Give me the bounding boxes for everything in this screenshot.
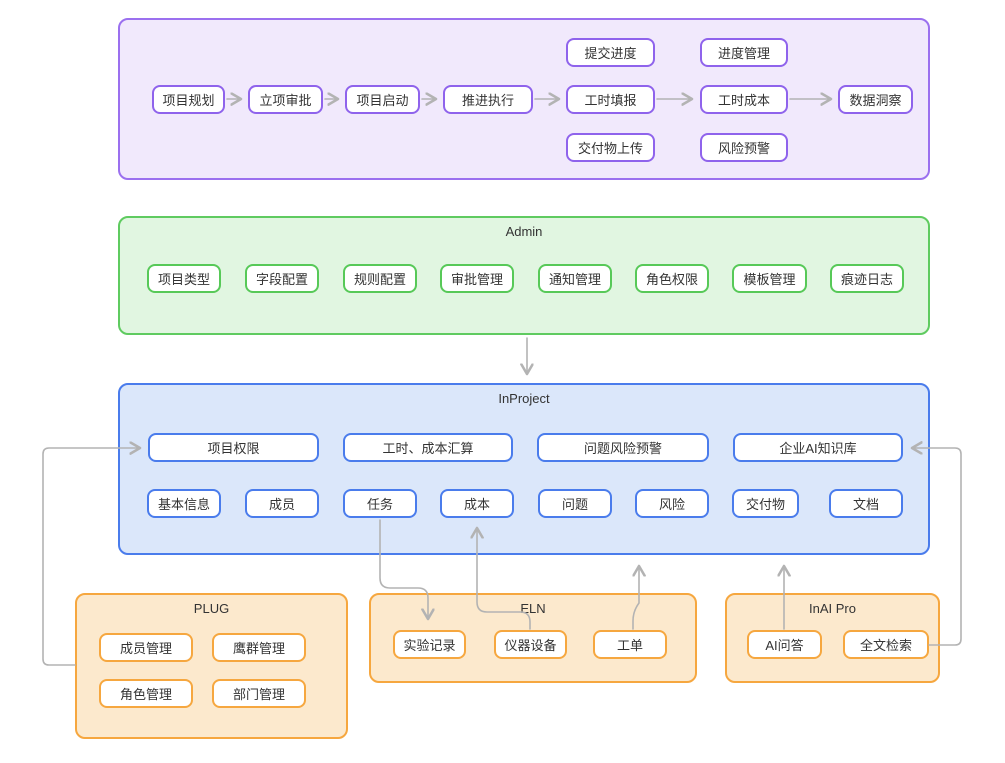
node-full-text-search: 全文检索 [843,630,929,659]
node-work-order: 工单 [593,630,667,659]
node-project-approval: 立项审批 [248,85,323,114]
node-progress-management: 进度管理 [700,38,788,67]
node-field-config: 字段配置 [245,264,319,293]
node-member-management: 成员管理 [99,633,193,662]
node-time-cost-calculation: 工时、成本汇算 [343,433,513,462]
node-submit-progress: 提交进度 [566,38,655,67]
node-experiment-record: 实验记录 [393,630,466,659]
node-enterprise-ai-knowledge-base: 企业AI知识库 [733,433,903,462]
node-instrument-equipment: 仪器设备 [494,630,567,659]
node-tasks: 任务 [343,489,417,518]
node-project-permission: 项目权限 [148,433,319,462]
plug-section-title: PLUG [193,601,230,616]
eln-section-title: ELN [520,601,546,616]
node-project-type: 项目类型 [147,264,221,293]
node-execution: 推进执行 [443,85,533,114]
plug-section: PLUG [75,593,348,739]
inproject-section-title: InProject [498,391,550,406]
inproject-section: InProject [118,383,930,555]
node-cost: 成本 [440,489,514,518]
node-approval-management: 审批管理 [440,264,514,293]
node-ai-qa: AI问答 [747,630,822,659]
inai-section-title: InAI Pro [809,601,856,616]
node-audit-log: 痕迹日志 [830,264,904,293]
node-issues: 问题 [538,489,612,518]
node-project-planning: 项目规划 [152,85,225,114]
node-basic-info: 基本信息 [147,489,221,518]
node-flock-management: 鹰群管理 [212,633,306,662]
node-rule-config: 规则配置 [343,264,417,293]
admin-section-title: Admin [505,224,543,239]
node-labor-cost: 工时成本 [700,85,788,114]
node-deliverable-upload: 交付物上传 [566,133,655,162]
node-notification-management: 通知管理 [538,264,612,293]
node-template-management: 模板管理 [732,264,807,293]
node-role-management: 角色管理 [99,679,193,708]
node-data-insight: 数据洞察 [838,85,913,114]
node-role-permission: 角色权限 [635,264,709,293]
node-issue-risk-warning: 问题风险预警 [537,433,709,462]
node-risks: 风险 [635,489,709,518]
node-members: 成员 [245,489,319,518]
node-department-management: 部门管理 [212,679,306,708]
node-documents: 文档 [829,489,903,518]
node-project-kickoff: 项目启动 [345,85,420,114]
admin-section: Admin [118,216,930,335]
node-deliverables: 交付物 [732,489,799,518]
node-risk-alert: 风险预警 [700,133,788,162]
node-timesheet-report: 工时填报 [566,85,655,114]
